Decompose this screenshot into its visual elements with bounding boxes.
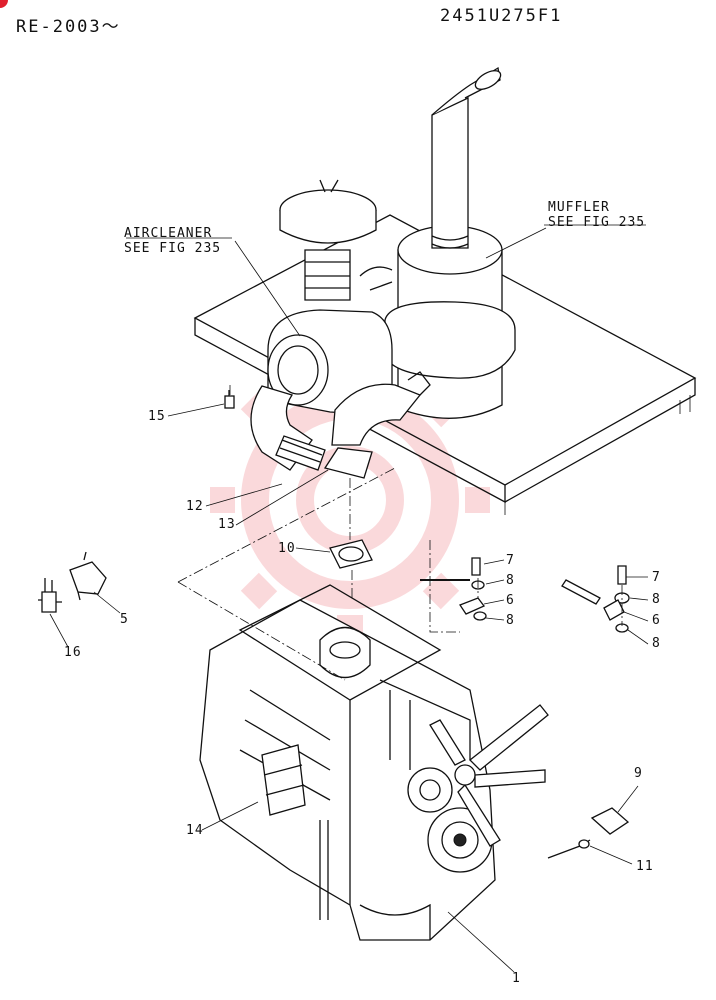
figure-code-label: 2451U275F1 bbox=[440, 6, 563, 26]
muffler-name: MUFFLER bbox=[548, 200, 610, 215]
callout-7-right: 7 bbox=[652, 570, 661, 585]
corner-badge bbox=[0, 0, 8, 8]
intake-hose bbox=[250, 371, 431, 479]
callout-8-right-upper: 8 bbox=[652, 592, 661, 607]
air-cleaner bbox=[267, 179, 393, 414]
model-range-label: RE-2003〜 bbox=[16, 17, 121, 37]
callout-8-right-lower: 8 bbox=[652, 636, 661, 651]
callout-10: 10 bbox=[278, 541, 296, 556]
assembly-phantom-lines bbox=[177, 385, 623, 681]
aircleaner-name: AIRCLEANER bbox=[124, 226, 213, 241]
mounting-pin bbox=[224, 390, 235, 409]
aircleaner-see-fig: SEE FIG 235 bbox=[124, 241, 222, 256]
callout-1: 1 bbox=[512, 971, 521, 986]
callout-6-left: 6 bbox=[506, 593, 515, 608]
muffler-reference: MUFFLER SEE FIG 235 bbox=[548, 200, 645, 230]
bolt-washer-set-right bbox=[561, 565, 630, 633]
callout-5: 5 bbox=[120, 612, 129, 627]
callout-16: 16 bbox=[64, 645, 82, 660]
callout-12: 12 bbox=[186, 499, 204, 514]
callout-8-left-lower: 8 bbox=[506, 613, 515, 628]
callout-13: 13 bbox=[218, 517, 236, 532]
callout-8-left-upper: 8 bbox=[506, 573, 515, 588]
callout-9: 9 bbox=[634, 766, 643, 781]
callout-6-right: 6 bbox=[652, 613, 661, 628]
engine-block bbox=[199, 584, 549, 941]
leader-lines bbox=[49, 224, 649, 973]
sensor-assembly bbox=[38, 551, 107, 613]
aircleaner-reference: AIRCLEANER SEE FIG 235 bbox=[124, 226, 221, 256]
callout-15: 15 bbox=[148, 409, 166, 424]
callout-11: 11 bbox=[636, 859, 654, 874]
gasket bbox=[329, 539, 373, 569]
callout-7-left: 7 bbox=[506, 553, 515, 568]
bolt-washer-set-left bbox=[459, 557, 487, 621]
hood-plate bbox=[193, 214, 697, 515]
tee-fitting bbox=[547, 807, 630, 859]
muffler-see-fig: SEE FIG 235 bbox=[548, 215, 646, 230]
callout-14: 14 bbox=[186, 823, 204, 838]
